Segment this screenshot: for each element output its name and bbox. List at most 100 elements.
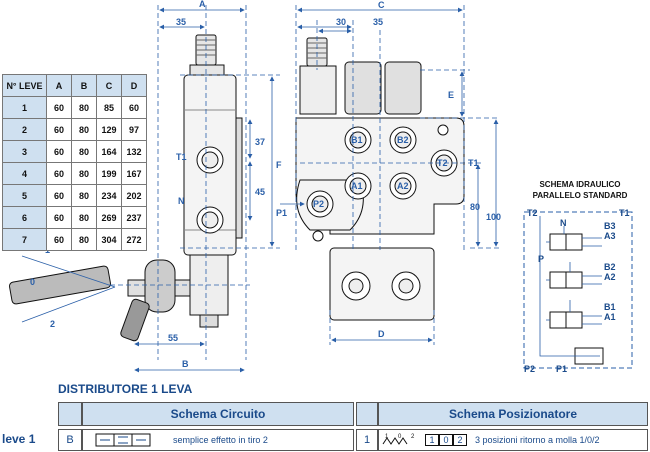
lever-position-2: 2 [50,319,55,329]
row-label: leve 1 [2,432,36,446]
circuit-header: Schema Circuito [82,402,354,426]
technical-drawing: A 35 37 45 F 55 B T1 N 1 0 2 [8,0,633,374]
schema-A3: A3 [604,231,616,241]
table-cell: 164 [96,140,122,163]
table-cell: 4 [2,162,47,185]
table-cell: 85 [96,96,122,119]
schema-B3: B3 [604,221,616,231]
schema-A2: A2 [604,272,616,282]
table-cell: 97 [121,118,147,141]
schema-B2: B2 [604,262,616,272]
schema-T1: T1 [619,208,630,218]
table-cell: 129 [96,118,122,141]
position-box: 1 [425,434,439,446]
dim-80-label: 80 [470,202,480,212]
svg-text:1: 1 [385,434,389,440]
port-N-label: N [178,196,185,206]
table-cell: 167 [121,162,147,185]
table-cell: 202 [121,184,147,207]
table-cell: 3 [2,140,47,163]
dim-B-label: B [182,359,189,369]
schema-T2: T2 [527,208,538,218]
spring-symbol-icon: 1 0 2 [382,434,415,445]
side-dimensions [110,5,280,360]
schema-N: N [560,218,567,228]
circuit-code: B [66,434,74,446]
positioner-header: Schema Posizionatore [378,402,648,426]
table-cell: 60 [46,228,72,251]
schema-P: P [538,254,544,264]
svg-text:0: 0 [398,434,402,440]
dim-37-label: 37 [255,137,265,147]
distributor-title: DISTRIBUTORE 1 LEVA [58,382,193,396]
table-cell: 80 [71,184,97,207]
table-cell: 199 [96,162,122,185]
table-header: B [71,74,97,97]
schema-title-2: PARALLELO STANDARD [533,191,628,200]
hydraulic-schema: SCHEMA IDRAULICO PARALLELO STANDARD T2 T… [523,180,633,374]
table-cell: 304 [96,228,122,251]
table-header: C [96,74,122,97]
table-cell: 60 [46,96,72,119]
port-P2-label: P2 [313,199,324,209]
table-cell: 1 [2,96,47,119]
side-dim-lines [21,7,275,373]
table-cell: 5 [2,184,47,207]
port-T1b-label: T1 [468,158,479,168]
svg-text:2: 2 [411,434,415,440]
position-boxes: 1 0 2 [425,434,467,446]
positioner-cell: 1 0 2 1 0 2 3 posizioni ritorno a molla … [378,429,648,451]
dim-A-label: A [199,0,206,9]
front-labels: C 30 35 E 80 100 D B1 B2 A1 A2 P2 T2 P1 … [276,0,501,339]
circuit-description: semplice effetto in tiro 2 [173,435,268,445]
table-header: A [46,74,72,97]
table-cell: 60 [46,206,72,229]
port-P1-label: P1 [276,208,287,218]
table-cell: 272 [121,228,147,251]
table-cell: 132 [121,140,147,163]
lever-position-0: 0 [30,277,35,287]
dim-30-label: 30 [336,17,346,27]
table-cell: 80 [71,162,97,185]
schema-P2: P2 [524,364,535,374]
port-T1-label: T1 [176,152,187,162]
table-cell: 80 [71,140,97,163]
port-A2-label: A2 [397,181,409,191]
positioner-code-cell: 1 [356,429,378,451]
table-cell: 6 [2,206,47,229]
positioner-code: 1 [363,434,371,446]
dim-100-label: 100 [486,212,501,222]
port-B2-label: B2 [397,135,409,145]
table-cell: 80 [71,206,97,229]
header-spacer-right [356,402,378,426]
header-spacer-left [58,402,82,426]
schema-B1: B1 [604,302,616,312]
dim-D-label: D [378,329,385,339]
circuit-cell: semplice effetto in tiro 2 [82,429,354,451]
port-T2-label: T2 [437,158,448,168]
table-cell: 234 [96,184,122,207]
table-cell: 60 [121,96,147,119]
schema-A1: A1 [604,312,616,322]
position-box: 2 [453,434,467,446]
circuit-symbol-icon [95,433,151,447]
table-cell: 237 [121,206,147,229]
table-cell: 269 [96,206,122,229]
table-cell: 80 [71,228,97,251]
table-cell: 60 [46,118,72,141]
table-header: D [121,74,147,97]
dim-45-label: 45 [255,187,265,197]
positioner-description: 3 posizioni ritorno a molla 1/0/2 [475,435,600,445]
schema-title-1: SCHEMA IDRAULICO [539,180,620,189]
circuit-code-cell: B [58,429,82,451]
table-cell: 60 [46,140,72,163]
table-cell: 7 [2,228,47,251]
table-cell: 2 [2,118,47,141]
